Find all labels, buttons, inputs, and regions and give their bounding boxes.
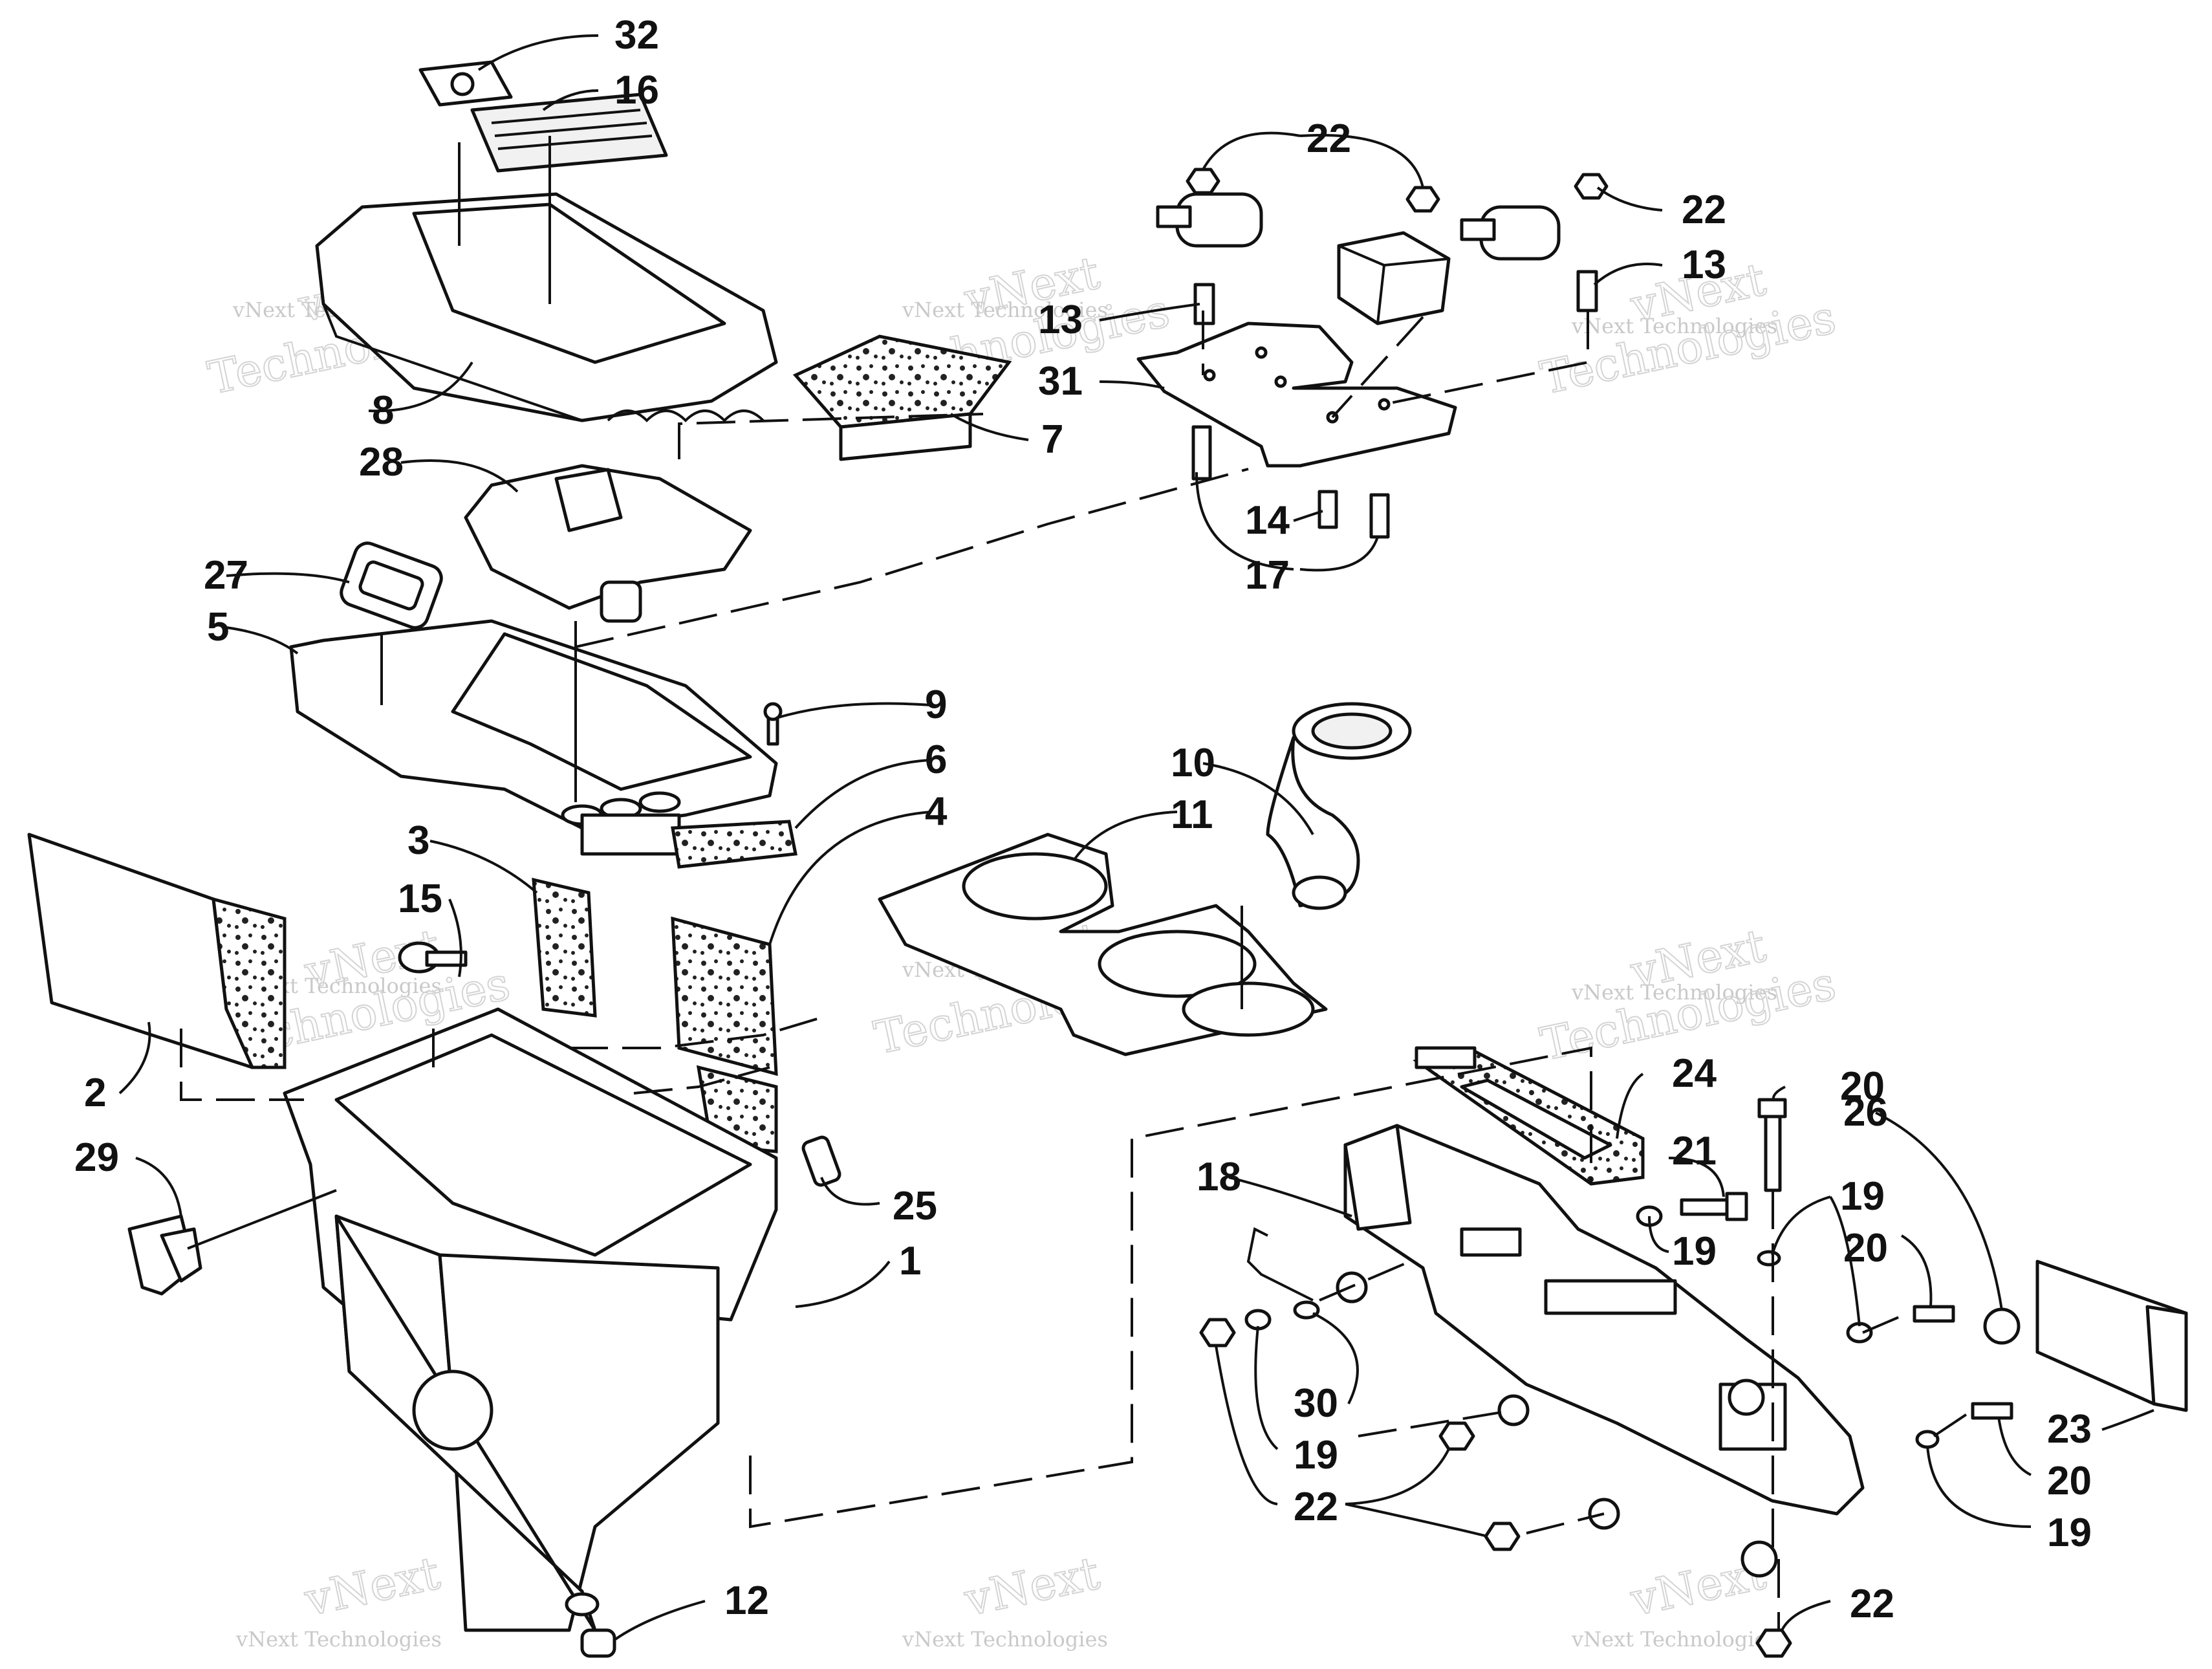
watermark-text: vNext Technologies bbox=[1571, 314, 1777, 338]
watermark-text: vNext bbox=[960, 1546, 1104, 1626]
watermark-text: vNext Technologies bbox=[902, 298, 1108, 322]
leader-lines bbox=[118, 34, 2154, 1641]
callout-13-left: 13 bbox=[1038, 298, 1083, 342]
callout-2: 2 bbox=[84, 1071, 106, 1115]
callout-26: 26 bbox=[1843, 1090, 1888, 1135]
watermark-text: vNext bbox=[300, 1546, 444, 1626]
part-label-decal bbox=[470, 93, 668, 173]
callout-3: 3 bbox=[407, 818, 429, 863]
part-nut-lower bbox=[1199, 1271, 1792, 1658]
watermark-text: vNext Technologies bbox=[902, 1627, 1108, 1652]
part-coil bbox=[1156, 192, 1561, 261]
part-foam-filter bbox=[792, 334, 1012, 461]
part-bolt-21 bbox=[1680, 1192, 1748, 1221]
callout-8: 8 bbox=[372, 388, 394, 433]
callout-14: 14 bbox=[1245, 498, 1290, 543]
callout-10: 10 bbox=[1171, 741, 1215, 785]
callout-31: 31 bbox=[1038, 359, 1083, 404]
callout-22-top: 22 bbox=[1307, 116, 1351, 161]
part-bolt-20 bbox=[1757, 1098, 2013, 1420]
watermark-text: vNext Technologies bbox=[1571, 1627, 1777, 1652]
part-gasket-long bbox=[1413, 1046, 1645, 1186]
callout-19-d: 19 bbox=[1294, 1433, 1338, 1478]
callout-22-right: 22 bbox=[1682, 188, 1726, 232]
callout-19-b: 19 bbox=[1840, 1174, 1885, 1219]
callout-23: 23 bbox=[2047, 1407, 2092, 1452]
part-lower-airbox bbox=[283, 1007, 778, 1632]
part-foam-strip bbox=[671, 820, 797, 869]
callouts: 32 16 8 7 28 27 5 9 6 4 3 15 2 29 25 1 1… bbox=[74, 13, 2092, 1626]
part-upper-duct bbox=[464, 464, 752, 623]
part-foam-block bbox=[532, 877, 597, 1018]
part-clip bbox=[127, 1214, 202, 1296]
part-plug-small bbox=[801, 1135, 841, 1187]
part-relay-box bbox=[1337, 231, 1451, 325]
callout-12: 12 bbox=[724, 1578, 769, 1623]
callout-17: 17 bbox=[1245, 553, 1290, 598]
callout-30: 30 bbox=[1294, 1381, 1338, 1426]
part-plug bbox=[398, 941, 468, 974]
part-bracket-plate bbox=[1136, 322, 1457, 468]
part-elbow-duct bbox=[1266, 702, 1412, 910]
watermark-text: vNext Technologies bbox=[235, 1627, 442, 1652]
callout-9: 9 bbox=[925, 682, 947, 727]
callout-24: 24 bbox=[1672, 1051, 1717, 1096]
part-screw bbox=[763, 702, 783, 746]
callout-19-c: 19 bbox=[2047, 1511, 2092, 1555]
callout-22-low: 22 bbox=[1294, 1485, 1338, 1529]
part-cap bbox=[1983, 1307, 2021, 1345]
part-gasket-small bbox=[340, 541, 443, 629]
callout-19-a: 19 bbox=[1672, 1229, 1717, 1274]
callout-20-low: 20 bbox=[2047, 1459, 2092, 1503]
callout-28: 28 bbox=[359, 440, 404, 485]
callout-5: 5 bbox=[207, 605, 229, 649]
part-panel-23 bbox=[2035, 1260, 2188, 1412]
callout-1: 1 bbox=[899, 1239, 921, 1283]
part-decal-small bbox=[418, 60, 513, 107]
callout-7: 7 bbox=[1041, 417, 1063, 462]
callout-20-mid: 20 bbox=[1843, 1226, 1888, 1271]
callout-20-top: 20 bbox=[1840, 1064, 1885, 1109]
part-drain bbox=[580, 1628, 616, 1658]
part-middle-housing bbox=[289, 619, 778, 856]
callout-11: 11 bbox=[1171, 792, 1213, 837]
callout-15: 15 bbox=[398, 877, 442, 921]
callout-6: 6 bbox=[925, 737, 947, 782]
callout-18: 18 bbox=[1197, 1155, 1241, 1199]
callout-27: 27 bbox=[204, 553, 248, 598]
callout-21: 21 bbox=[1672, 1129, 1717, 1173]
callout-13-right: 13 bbox=[1682, 243, 1726, 287]
assembly-lines bbox=[180, 136, 1974, 1630]
callout-22-bottom: 22 bbox=[1850, 1582, 1894, 1626]
callout-16: 16 bbox=[614, 68, 659, 113]
part-nut bbox=[1186, 168, 1609, 213]
callout-4: 4 bbox=[925, 789, 948, 834]
watermark-text: vNext Technologies bbox=[1571, 980, 1777, 1005]
part-airbox-lid bbox=[315, 192, 778, 422]
part-foam-panel bbox=[27, 833, 287, 1069]
callout-32: 32 bbox=[614, 13, 659, 58]
part-rod bbox=[1246, 1227, 1314, 1302]
callout-29: 29 bbox=[74, 1135, 119, 1180]
part-bolt bbox=[1191, 425, 1390, 539]
part-mounting-plate bbox=[878, 833, 1328, 1056]
callout-25: 25 bbox=[893, 1184, 937, 1228]
